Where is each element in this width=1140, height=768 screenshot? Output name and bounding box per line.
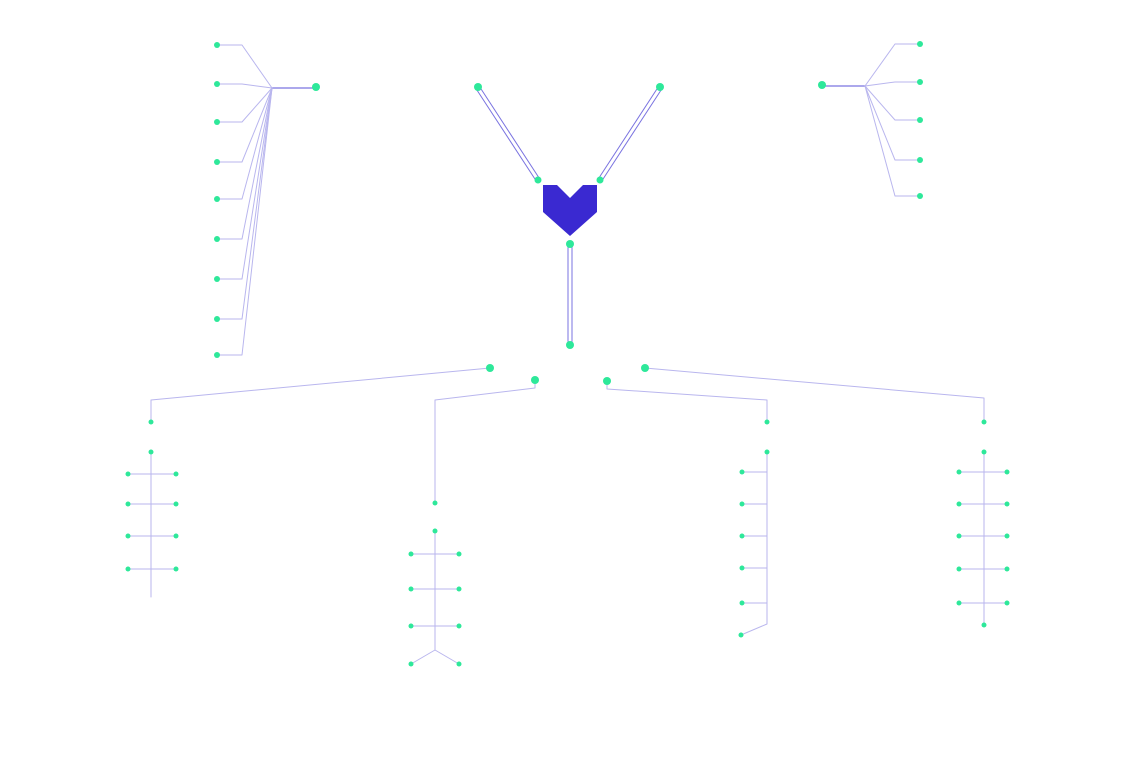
node-branch-a-right (173, 501, 179, 507)
node-topright-leaf (917, 157, 923, 163)
node-topleft-root (312, 83, 320, 91)
link-topright-leaf (864, 81, 921, 87)
node-branch-a-left (125, 501, 131, 507)
link-topright-leaf (864, 43, 921, 87)
node-branch-b-left (408, 586, 414, 592)
link-topleft-leaf (216, 87, 273, 280)
node-branch-d-left (956, 533, 962, 539)
node-hub-bottom-port (566, 240, 574, 248)
node-branch-b-right (456, 551, 462, 557)
node-topleft-leaf (214, 81, 220, 87)
node-topright-leaf (917, 193, 923, 199)
diagram-links (127, 43, 1008, 665)
node-branch-d-joint (981, 419, 987, 425)
diagram-hub (543, 185, 597, 236)
node-branch-a-joint (148, 419, 154, 425)
node-branch-c-left (739, 469, 745, 475)
link-topleft-leaf (216, 87, 273, 200)
node-topleft-leaf (214, 42, 220, 48)
node-topleft-leaf (214, 316, 220, 322)
node-topleft-leaf (214, 196, 220, 202)
node-topright-root (818, 81, 826, 89)
node-branch-d-left (956, 501, 962, 507)
node-branch-d-right (1004, 566, 1010, 572)
node-branch-c-left (739, 600, 745, 606)
node-branch-d-right (1004, 469, 1010, 475)
node-branch-a-right (173, 533, 179, 539)
node-branch-d-end (981, 622, 987, 628)
link-topleft-leaf (216, 87, 273, 123)
node-branch-a-left (125, 566, 131, 572)
node-branch-d-right (1004, 600, 1010, 606)
node-branch-d-right (1004, 533, 1010, 539)
node-branch-b-left (408, 551, 414, 557)
link-branch-d (644, 367, 985, 423)
node-topleft-leaf (214, 236, 220, 242)
node-branch-b-right (456, 623, 462, 629)
node-hub-left-port (534, 176, 542, 184)
node-topleft-leaf (214, 119, 220, 125)
node-branch-a-right (173, 566, 179, 572)
heart-icon (543, 185, 597, 236)
link-topleft-leaf (216, 87, 273, 356)
link-hub-upper-left (475, 88, 537, 182)
node-hub-right-port (596, 176, 604, 184)
node-branch-b-fork-right (456, 661, 462, 667)
node-branch-a-top (148, 449, 154, 455)
node-branch-c-left (739, 501, 745, 507)
link-topright-leaf (864, 85, 921, 197)
link-topright-leaf (864, 85, 921, 121)
link-hub-upper-right (601, 88, 663, 182)
link-branch-c (606, 380, 768, 423)
node-topleft-leaf (214, 276, 220, 282)
node-branch-c-start (603, 377, 611, 385)
node-topright-leaf (917, 117, 923, 123)
node-topright-leaf (917, 79, 923, 85)
node-branch-c-end (738, 632, 744, 638)
node-upper-left-end (474, 83, 482, 91)
node-topleft-leaf (214, 352, 220, 358)
node-branch-a-right (173, 471, 179, 477)
node-topright-leaf (917, 41, 923, 47)
link-branch-b (434, 379, 536, 504)
link-branch-c-spine (740, 451, 768, 636)
link-topleft-leaf (216, 83, 273, 89)
link-branch-b-fork (410, 649, 460, 665)
node-branch-b-start (531, 376, 539, 384)
diagram-nodes (125, 41, 1010, 667)
node-branch-c-joint (764, 419, 770, 425)
node-branch-b-joint (432, 500, 438, 506)
link-branch-a (150, 367, 491, 423)
node-junction (566, 341, 574, 349)
node-branch-c-left (739, 533, 745, 539)
link-hub-upper-left (479, 86, 541, 180)
node-topleft-leaf (214, 159, 220, 165)
link-topright-leaf (864, 85, 921, 161)
link-topleft-leaf (216, 44, 273, 89)
node-branch-c-left (739, 565, 745, 571)
node-branch-b-right (456, 586, 462, 592)
node-branch-a-start (486, 364, 494, 372)
node-branch-c-top (764, 449, 770, 455)
link-topleft-leaf (216, 87, 273, 320)
node-branch-b-fork-left (408, 661, 414, 667)
node-branch-d-right (1004, 501, 1010, 507)
node-branch-a-left (125, 471, 131, 477)
node-branch-b-left (408, 623, 414, 629)
link-topleft-leaf (216, 87, 273, 240)
node-branch-d-top (981, 449, 987, 455)
node-branch-d-left (956, 566, 962, 572)
node-branch-a-left (125, 533, 131, 539)
node-branch-b-top (432, 528, 438, 534)
node-branch-d-left (956, 469, 962, 475)
link-topleft-leaf (216, 87, 273, 163)
node-upper-right-end (656, 83, 664, 91)
node-branch-d-left (956, 600, 962, 606)
link-hub-upper-right (597, 86, 659, 180)
node-branch-d-start (641, 364, 649, 372)
